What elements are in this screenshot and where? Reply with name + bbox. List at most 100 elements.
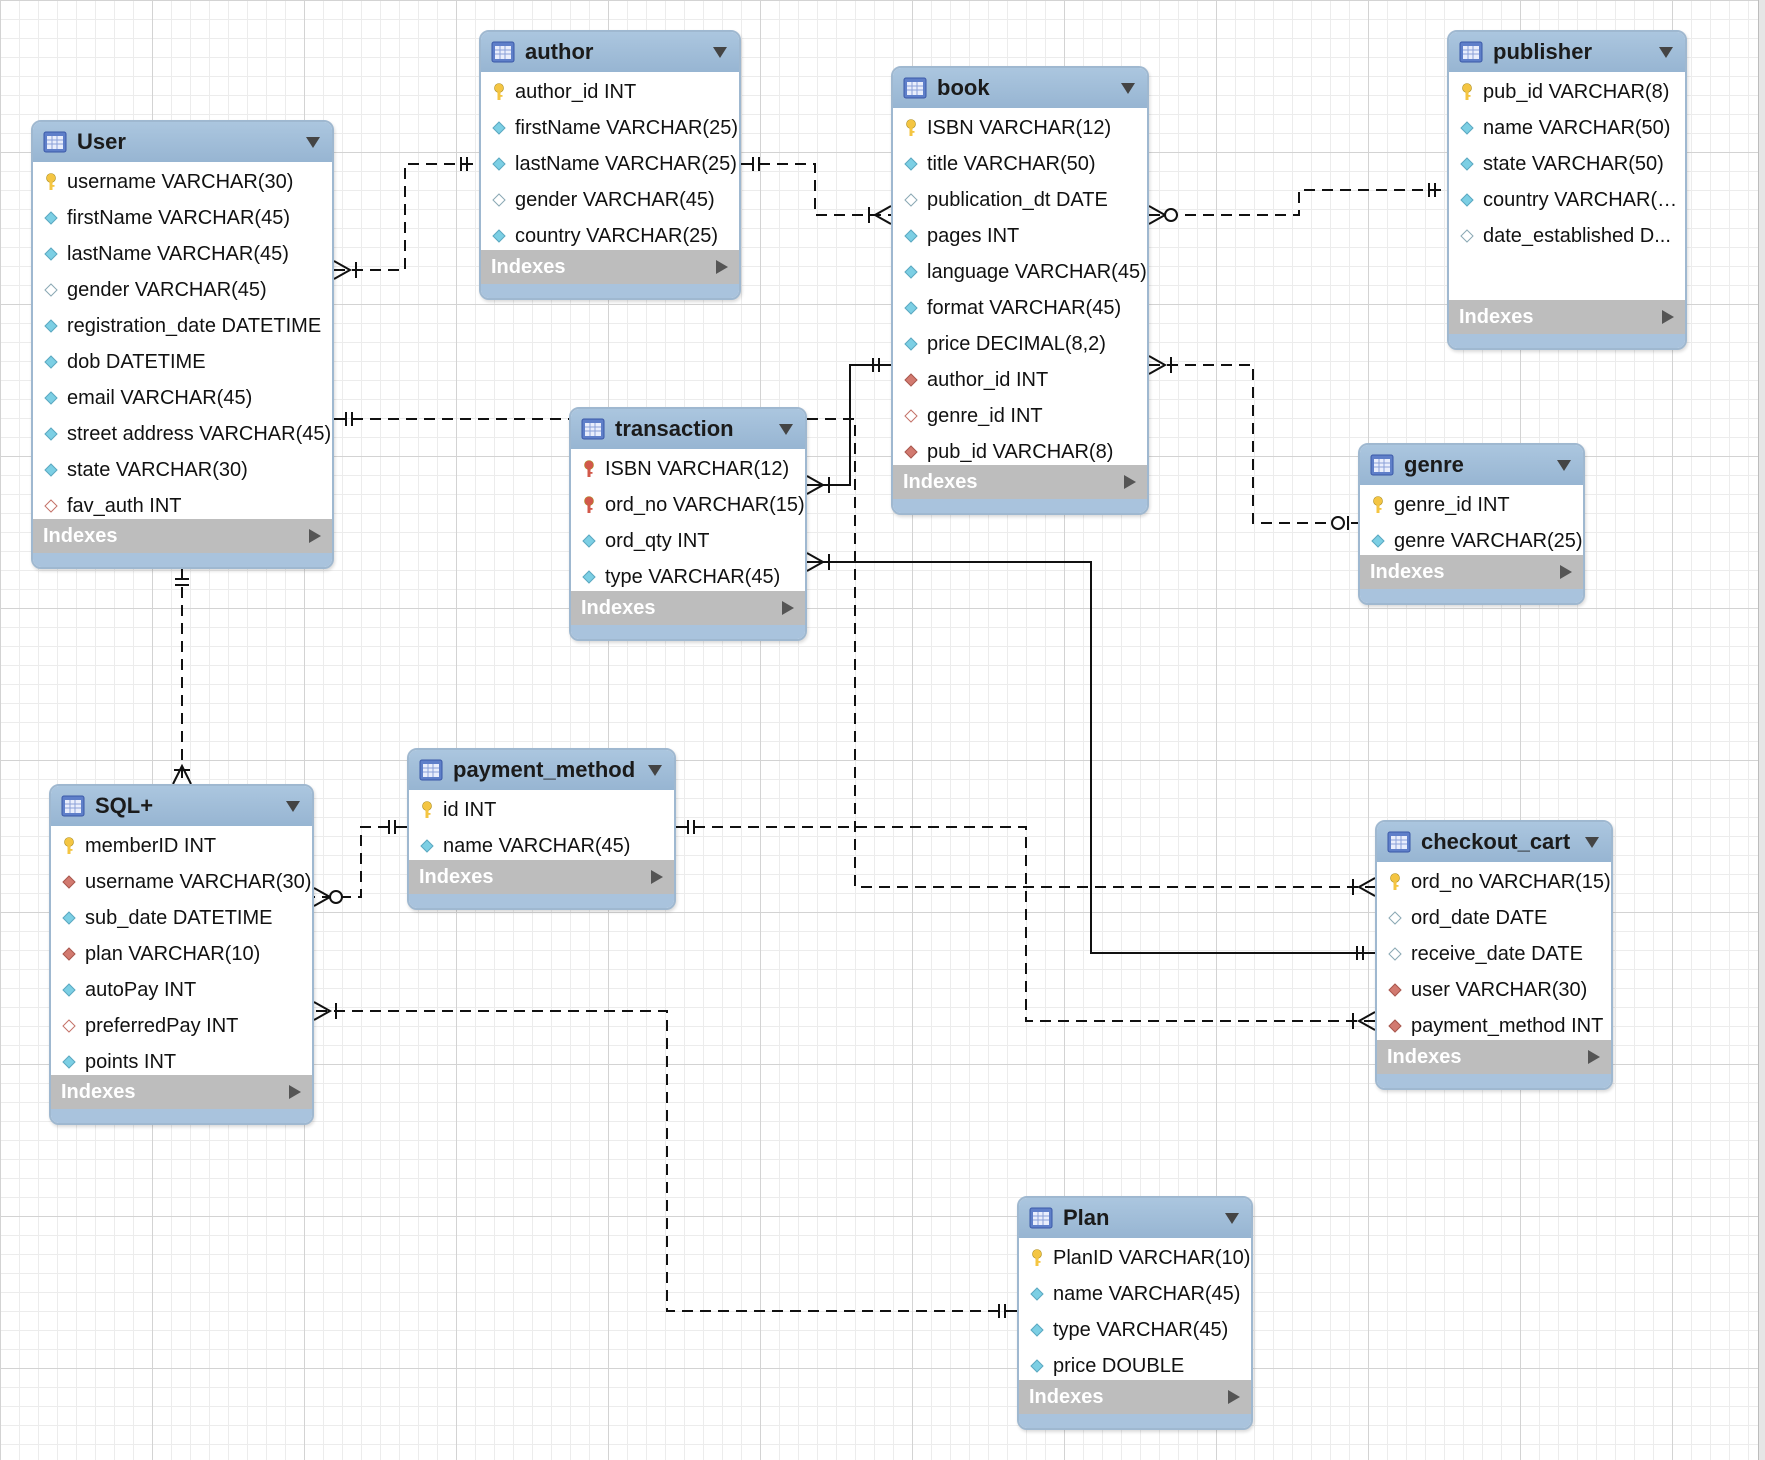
column-row[interactable]: ord_date DATE: [1377, 900, 1611, 936]
collapse-triangle-icon[interactable]: [284, 797, 302, 815]
rel-book-genre[interactable]: [1149, 364, 1358, 524]
column-row[interactable]: sub_date DATETIME: [51, 900, 312, 936]
column-row[interactable]: date_established D...: [1449, 218, 1685, 254]
column-row[interactable]: title VARCHAR(50): [893, 146, 1147, 182]
collapse-triangle-icon[interactable]: [1119, 79, 1137, 97]
rel-checkout-cart-transaction[interactable]: [807, 561, 1375, 954]
rel-book-transaction[interactable]: [807, 364, 891, 486]
column-row[interactable]: state VARCHAR(30): [33, 452, 332, 488]
collapse-triangle-icon[interactable]: [777, 420, 795, 438]
collapse-triangle-icon[interactable]: [711, 43, 729, 61]
column-row[interactable]: name VARCHAR(50): [1449, 110, 1685, 146]
indexes-section[interactable]: Indexes: [33, 519, 332, 553]
column-row[interactable]: name VARCHAR(45): [1019, 1276, 1251, 1312]
column-row[interactable]: ord_no VARCHAR(15): [571, 487, 805, 523]
indexes-section[interactable]: Indexes: [481, 250, 739, 284]
column-row[interactable]: genre_id INT: [1360, 487, 1583, 523]
column-row[interactable]: street address VARCHAR(45): [33, 416, 332, 452]
column-row[interactable]: country VARCHAR(25): [481, 218, 739, 254]
column-row[interactable]: country VARCHAR(25): [1449, 182, 1685, 218]
column-row[interactable]: receive_date DATE: [1377, 936, 1611, 972]
column-row[interactable]: email VARCHAR(45): [33, 380, 332, 416]
column-row[interactable]: genre VARCHAR(25): [1360, 523, 1583, 559]
table-header[interactable]: author: [481, 32, 739, 72]
column-row[interactable]: points INT: [51, 1044, 312, 1080]
column-row[interactable]: user VARCHAR(30): [1377, 972, 1611, 1008]
table-header[interactable]: User: [33, 122, 332, 162]
expand-arrow-icon[interactable]: [650, 869, 664, 885]
column-row[interactable]: gender VARCHAR(45): [33, 272, 332, 308]
rel-user-author[interactable]: [334, 163, 479, 271]
collapse-triangle-icon[interactable]: [646, 761, 664, 779]
rel-payment-method-checkout-cart[interactable]: [676, 826, 1375, 1022]
column-row[interactable]: firstName VARCHAR(45): [33, 200, 332, 236]
indexes-section[interactable]: Indexes: [1449, 300, 1685, 334]
table-header[interactable]: SQL+: [51, 786, 312, 826]
indexes-section[interactable]: Indexes: [571, 591, 805, 625]
collapse-triangle-icon[interactable]: [1583, 833, 1601, 851]
collapse-triangle-icon[interactable]: [304, 133, 322, 151]
column-row[interactable]: ord_qty INT: [571, 523, 805, 559]
column-row[interactable]: firstName VARCHAR(25): [481, 110, 739, 146]
expand-arrow-icon[interactable]: [1227, 1389, 1241, 1405]
column-row[interactable]: author_id INT: [893, 362, 1147, 398]
table-header[interactable]: Plan: [1019, 1198, 1251, 1238]
column-row[interactable]: autoPay INT: [51, 972, 312, 1008]
column-row[interactable]: preferredPay INT: [51, 1008, 312, 1044]
table-header[interactable]: book: [893, 68, 1147, 108]
column-row[interactable]: ISBN VARCHAR(12): [893, 110, 1147, 146]
table-header[interactable]: publisher: [1449, 32, 1685, 72]
column-row[interactable]: memberID INT: [51, 828, 312, 864]
rel-payment-method-sqlplus[interactable]: [314, 826, 407, 898]
column-row[interactable]: fav_auth INT: [33, 488, 332, 524]
column-row[interactable]: username VARCHAR(30): [33, 164, 332, 200]
column-row[interactable]: type VARCHAR(45): [571, 559, 805, 595]
table-header[interactable]: payment_method: [409, 750, 674, 790]
column-row[interactable]: pub_id VARCHAR(8): [1449, 74, 1685, 110]
expand-arrow-icon[interactable]: [1661, 309, 1675, 325]
column-row[interactable]: lastName VARCHAR(25): [481, 146, 739, 182]
column-row[interactable]: type VARCHAR(45): [1019, 1312, 1251, 1348]
expand-arrow-icon[interactable]: [308, 528, 322, 544]
table-header[interactable]: transaction: [571, 409, 805, 449]
column-row[interactable]: pages INT: [893, 218, 1147, 254]
column-row[interactable]: gender VARCHAR(45): [481, 182, 739, 218]
expand-arrow-icon[interactable]: [781, 600, 795, 616]
table-header[interactable]: checkout_cart: [1377, 822, 1611, 862]
column-row[interactable]: name VARCHAR(45): [409, 828, 674, 864]
column-row[interactable]: dob DATETIME: [33, 344, 332, 380]
column-row[interactable]: publication_dt DATE: [893, 182, 1147, 218]
column-row[interactable]: registration_date DATETIME: [33, 308, 332, 344]
indexes-section[interactable]: Indexes: [893, 465, 1147, 499]
expand-arrow-icon[interactable]: [1559, 564, 1573, 580]
expand-arrow-icon[interactable]: [288, 1084, 302, 1100]
column-row[interactable]: state VARCHAR(50): [1449, 146, 1685, 182]
column-row[interactable]: PlanID VARCHAR(10): [1019, 1240, 1251, 1276]
collapse-triangle-icon[interactable]: [1223, 1209, 1241, 1227]
rel-book-publisher[interactable]: [1149, 189, 1447, 216]
expand-arrow-icon[interactable]: [715, 259, 729, 275]
column-row[interactable]: id INT: [409, 792, 674, 828]
column-row[interactable]: username VARCHAR(30): [51, 864, 312, 900]
collapse-triangle-icon[interactable]: [1555, 456, 1573, 474]
column-row[interactable]: author_id INT: [481, 74, 739, 110]
rel-author-book[interactable]: [741, 163, 891, 216]
collapse-triangle-icon[interactable]: [1657, 43, 1675, 61]
column-row[interactable]: price DECIMAL(8,2): [893, 326, 1147, 362]
expand-arrow-icon[interactable]: [1123, 474, 1137, 490]
column-row[interactable]: language VARCHAR(45): [893, 254, 1147, 290]
indexes-section[interactable]: Indexes: [1377, 1040, 1611, 1074]
column-row[interactable]: price DOUBLE: [1019, 1348, 1251, 1384]
column-row[interactable]: plan VARCHAR(10): [51, 936, 312, 972]
